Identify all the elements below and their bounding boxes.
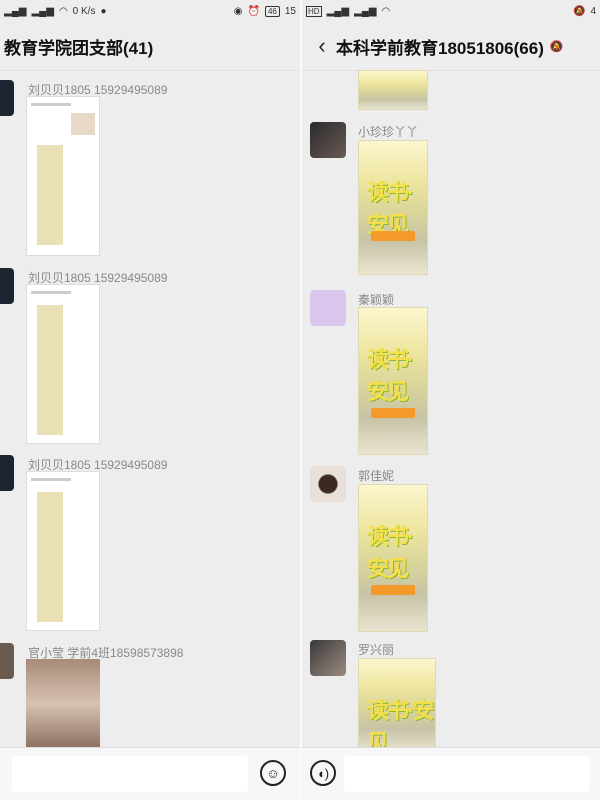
input-bar: ◖)	[302, 747, 600, 800]
avatar[interactable]	[310, 640, 346, 676]
wifi-icon: ◠	[381, 5, 391, 17]
avatar[interactable]	[0, 455, 14, 491]
signal-icon: ▂▄▆	[326, 5, 350, 17]
emoji-icon[interactable]: ☺	[260, 760, 286, 786]
chat-title-bar: ‹ 本科学前教育18051806(66) 🔕	[302, 22, 600, 71]
sender-name: 刘贝贝1805 15929495089	[28, 458, 168, 472]
signal-icon: ▂▄▆	[354, 5, 377, 17]
chat-title: 本科学前教育18051806(66)	[336, 38, 544, 58]
right-chat-window: HD ▂▄▆ ▂▄▆ ◠ 🔕 4 ‹ 本科学前教育18051806(66) 🔕 …	[302, 0, 600, 800]
chat-title-bar: 教育学院团支部(41)	[0, 22, 300, 71]
poster-headline: 读书·安见	[367, 698, 434, 753]
poster-headline: 读书·安见	[367, 180, 414, 237]
alarm-icon: ⏰	[247, 5, 260, 17]
poster-image[interactable]: 读书·安见	[358, 658, 436, 753]
mute-icon: 🔕	[572, 5, 586, 17]
sender-name: 官小莹 学前4班18598573898	[28, 646, 184, 660]
clock: 4	[590, 5, 596, 17]
poster-headline: 读书·安见	[367, 524, 414, 581]
divider	[300, 0, 302, 800]
sender-name: 刘贝贝1805 15929495089	[28, 83, 168, 97]
poster-image[interactable]: 读书·安见	[358, 484, 428, 632]
mute-bell-icon: 🔕	[549, 40, 564, 53]
avatar[interactable]	[0, 643, 14, 679]
screenshot-image[interactable]	[26, 96, 100, 256]
signal-icon: ▂▄▆	[31, 5, 54, 17]
poster-headline: 读书·安见	[367, 347, 414, 404]
sender-name: 郭佳妮	[358, 469, 395, 483]
status-bar: HD ▂▄▆ ▂▄▆ ◠ 🔕 4	[302, 0, 600, 22]
screenshot-image[interactable]	[26, 284, 100, 444]
clock: 15	[284, 5, 296, 17]
net-speed: 0 K/s	[72, 5, 96, 17]
left-chat-window: ▂▄▆ ▂▄▆ ◠ 0 K/s ● ◉ ⏰ 46 15 教育学院团支部(41) …	[0, 0, 300, 800]
back-arrow-icon[interactable]: ‹	[318, 33, 326, 58]
chat-title: 教育学院团支部(41)	[4, 38, 154, 58]
battery-icon: 46	[264, 5, 280, 17]
hd-icon: HD	[306, 5, 322, 17]
voice-icon[interactable]: ◖)	[310, 760, 336, 786]
screenshot-image[interactable]	[26, 471, 100, 631]
chat-bubble-icon: ●	[100, 5, 107, 17]
avatar[interactable]	[310, 290, 346, 326]
signal-icon: ▂▄▆	[4, 5, 27, 17]
sender-name: 小珍珍丫丫	[358, 125, 419, 139]
poster-image[interactable]: 读书·安见	[358, 307, 428, 455]
message-input[interactable]	[12, 756, 248, 792]
message-input[interactable]	[344, 756, 590, 792]
sender-name: 刘贝贝1805 15929495089	[28, 271, 168, 285]
poster-image[interactable]: 读书·安见	[358, 140, 428, 275]
avatar[interactable]	[310, 122, 346, 158]
poster-image[interactable]	[358, 70, 428, 110]
eye-icon: ◉	[233, 5, 243, 17]
photo-image[interactable]	[26, 659, 100, 749]
sender-name: 罗兴丽	[358, 643, 395, 657]
wifi-icon: ◠	[58, 5, 68, 17]
avatar[interactable]	[310, 466, 346, 502]
sender-name: 秦颖颖	[358, 293, 395, 307]
input-bar: ☺	[0, 747, 300, 800]
avatar[interactable]	[0, 80, 14, 116]
status-bar: ▂▄▆ ▂▄▆ ◠ 0 K/s ● ◉ ⏰ 46 15	[0, 0, 300, 22]
avatar[interactable]	[0, 268, 14, 304]
